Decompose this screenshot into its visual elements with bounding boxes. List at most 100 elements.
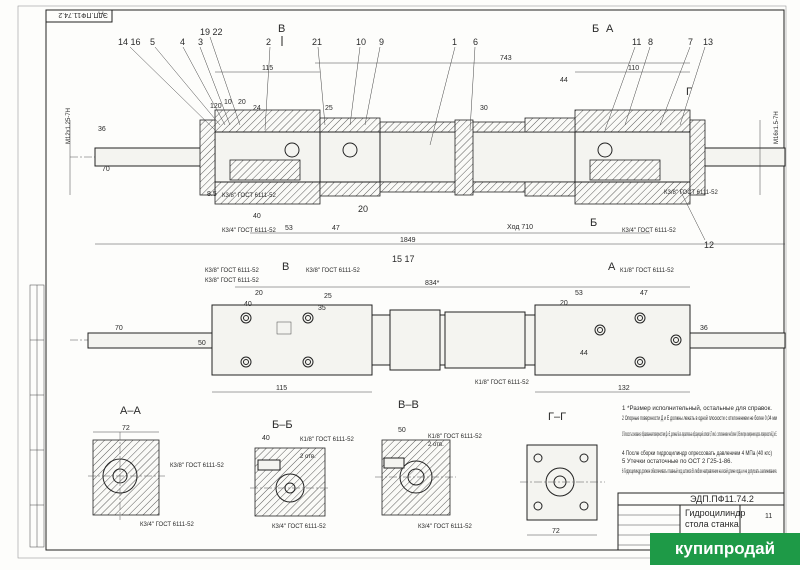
dim-1849: 1849 [400, 237, 416, 244]
section-g-g: Г–Г 72 [520, 411, 605, 536]
note-3: 3 Плоскость основания, образованная пове… [622, 431, 777, 438]
top-section-view: 743 115 110 30 44 24 25 10 20 8.5 40 53 … [66, 23, 786, 250]
part-15-17: 15 17 [392, 254, 415, 264]
part-21: 21 [312, 37, 322, 47]
note-2: 2 Опорные поверхности Д и Е должны лежат… [622, 415, 777, 422]
part-7: 7 [688, 37, 693, 47]
dim-mid-36: 36 [700, 325, 708, 332]
part-4: 4 [180, 37, 185, 47]
vv-two-holes: 2 отв. [428, 442, 444, 448]
section-mark-a-top: А [606, 23, 614, 35]
stamp-code: ЭДП.ПФ11.74.2 [58, 11, 108, 18]
dim-8-5: 8.5 [207, 191, 217, 198]
dim-47: 47 [332, 225, 340, 232]
part-20: 20 [358, 204, 368, 214]
part-10: 10 [356, 37, 366, 47]
thread-bb-k34: К3/4" ГОСТ 6111-52 [272, 524, 326, 530]
dim-mid-53: 53 [575, 290, 583, 297]
thread-k38-mid-left2: К3/8" ГОСТ 6111-52 [205, 278, 259, 284]
thread-k38-left: К3/8" ГОСТ 6111-52 [222, 193, 276, 199]
note-6: 6 Гидроцилиндр должен обеспечивать плавн… [622, 468, 777, 475]
dim-834: 834* [425, 280, 440, 287]
dim-743: 743 [500, 55, 512, 62]
site-watermark-logo: купипродай [650, 533, 800, 565]
bb-two-holes: 2 отв. [300, 454, 316, 460]
dim-mid-47: 47 [640, 290, 648, 297]
dim-53: 53 [285, 225, 293, 232]
section-mark-v-top: В [278, 23, 285, 35]
middle-exterior-view: 834* 53 47 25 20 40 35 115 132 20 44 70 … [70, 254, 786, 393]
rotated-stamp: ЭДП.ПФ11.74.2 [45, 9, 113, 23]
thread-k38-top: К3/8" ГОСТ 6111-52 [664, 190, 718, 196]
thread-k38-mid-center: К3/8" ГОСТ 6111-52 [306, 268, 360, 274]
part-12: 12 [704, 240, 714, 250]
dim-vv-50: 50 [398, 427, 406, 434]
note-1: 1 *Размер исполнительный, остальные для … [622, 405, 772, 412]
dim-70: 70 [102, 166, 110, 173]
mid-right-block [534, 304, 691, 376]
part-leaders-top [129, 36, 706, 241]
right-head-block [574, 109, 691, 133]
thread-bb-k18: К1/8" ГОСТ 6111-52 [300, 437, 354, 443]
dim-bb-40: 40 [262, 435, 270, 442]
thread-aa-k34: К3/4" ГОСТ 6111-52 [140, 522, 194, 528]
dim-20: 20 [238, 99, 246, 106]
dim-44: 44 [560, 77, 568, 84]
dim-mid-50: 50 [198, 340, 206, 347]
dim-25: 25 [325, 105, 333, 112]
thread-k18-mid-right: К1/8" ГОСТ 6111-52 [620, 268, 674, 274]
dim-mid-70: 70 [115, 325, 123, 332]
part-19-22: 19 22 [200, 27, 223, 37]
thread-aa-k38: К3/8" ГОСТ 6111-52 [170, 463, 224, 469]
left-head-block [214, 109, 321, 133]
section-title-aa: А–А [120, 405, 141, 417]
thread-vv-k18: К1/8" ГОСТ 6111-52 [428, 434, 482, 440]
part-2: 2 [266, 37, 271, 47]
part-14-16: 14 16 [118, 37, 141, 47]
section-title-bb: Б–Б [272, 419, 293, 431]
section-mark-a-mid: А [608, 261, 616, 273]
section-mark-b-top: Б [592, 23, 599, 35]
dim-mid-44: 44 [580, 350, 588, 357]
dim-mid-35: 35 [318, 305, 326, 312]
dim-aa-72: 72 [122, 425, 130, 432]
part-9: 9 [379, 37, 384, 47]
part-5: 5 [150, 37, 155, 47]
section-a-a: А–А 72 К3/8" ГОСТ 6111-52 К3/4" ГОСТ 611… [88, 405, 224, 528]
part-3: 3 [198, 37, 203, 47]
part-1: 1 [452, 37, 457, 47]
dim-24: 24 [253, 105, 261, 112]
dim-36: 36 [98, 126, 106, 133]
dim-120: 120 [210, 103, 222, 110]
dim-mid-20: 20 [255, 290, 263, 297]
section-v-v: В–В 50 К1/8" ГОСТ 6111-52 2 отв. К3/4" Г… [375, 399, 482, 530]
inner-frame [45, 9, 785, 551]
thread-k18-mid-bottom: К1/8" ГОСТ 6111-52 [475, 380, 529, 386]
section-title-gg: Г–Г [548, 411, 566, 423]
thread-k38-mid-left: К3/8" ГОСТ 6111-52 [205, 268, 259, 274]
dim-10: 10 [224, 99, 232, 106]
dim-gg-72: 72 [552, 528, 560, 535]
dim-mid-20b: 20 [560, 300, 568, 307]
thread-vv-k34: К3/4" ГОСТ 6111-52 [418, 524, 472, 530]
sheet-number: 11 [765, 513, 772, 520]
part-8: 8 [648, 37, 653, 47]
dim-110: 110 [628, 65, 639, 72]
title-designation: ЭДП.ПФ11.74.2 [690, 494, 754, 504]
bolt-holes-mid [240, 312, 682, 368]
dim-mid-25: 25 [324, 293, 332, 300]
section-mark-b-bottom: Б [590, 217, 597, 229]
section-title-vv: В–В [398, 399, 419, 411]
part-13: 13 [703, 37, 713, 47]
note-5: 5 Утечки остаточные по ОСТ 2 Г25-1-86. [622, 459, 732, 465]
dim-30: 30 [480, 105, 488, 112]
dim-mid-115: 115 [276, 385, 287, 392]
dim-stroke: Ход 710 [507, 224, 533, 231]
dim-115: 115 [262, 65, 273, 72]
section-mark-g-top: Г [686, 86, 692, 98]
thread-m12: М12х1.25-7Н [66, 108, 72, 144]
section-b-b: Б–Б 40 К1/8" ГОСТ 6111-52 2 отв. К3/4" Г… [250, 419, 354, 530]
left-margin-strip [29, 284, 45, 548]
